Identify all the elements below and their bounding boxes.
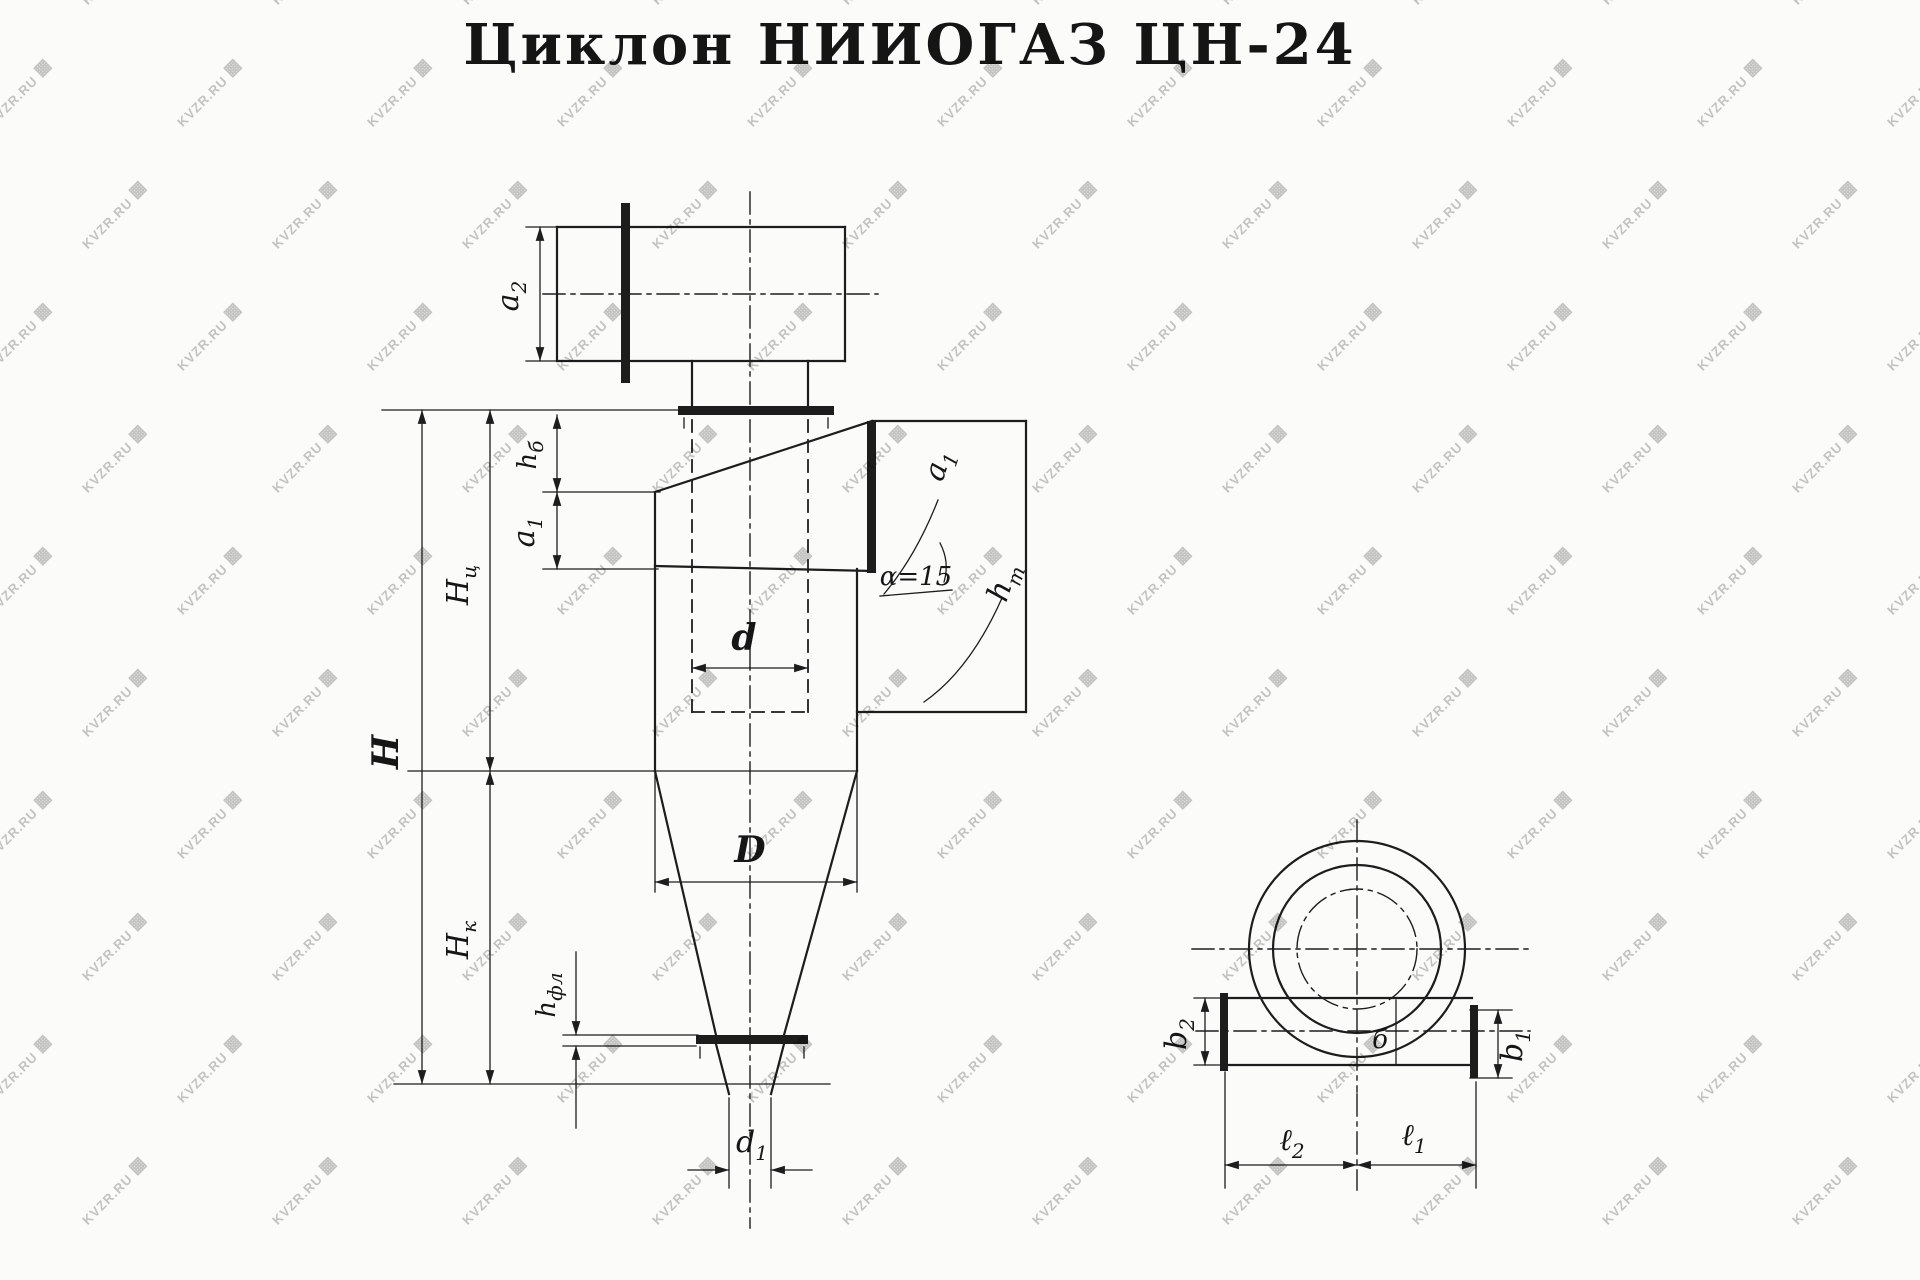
label-l2: ℓ2	[1279, 1123, 1304, 1163]
dimension-lines-top-view	[1200, 997, 1503, 1170]
label-Hk: Hк	[441, 921, 481, 960]
duct-flange	[621, 203, 630, 383]
label-hfl: hфл	[532, 972, 567, 1017]
label-a1-right: a1	[917, 445, 965, 486]
inlet-flange	[867, 421, 876, 573]
extension-lines-top-view	[1193, 997, 1513, 1189]
inlet-duct-top-view	[1220, 993, 1478, 1078]
dimension-lines	[417, 226, 858, 1175]
dust-outlet	[696, 1035, 808, 1096]
extension-lines	[381, 226, 858, 1189]
label-b2: b2	[1159, 1018, 1199, 1050]
body-circles	[1247, 839, 1467, 1059]
label-H: H	[365, 734, 407, 770]
inlet-flange-right	[1470, 1005, 1478, 1078]
label-D: D	[733, 829, 765, 871]
label-ht: hт	[980, 558, 1030, 607]
label-Hc: Hц	[441, 565, 481, 606]
front-view: a2 hб a1 Hц H Hк hфл d D d1 a1 hт α=15	[365, 191, 1030, 1229]
cyclone-body	[653, 419, 874, 1037]
bottom-flange	[696, 1035, 808, 1044]
centerlines-top-view	[1191, 819, 1533, 1191]
label-alpha: α=15	[880, 562, 952, 592]
label-b1: b1	[1495, 1030, 1535, 1062]
centerlines	[542, 191, 879, 1229]
label-d: d	[731, 617, 756, 659]
label-l1: ℓ1	[1401, 1118, 1426, 1158]
label-a2: a2	[491, 281, 531, 312]
leader-lines	[879, 499, 1003, 703]
drawing-title: Циклон НИИОГАЗ ЦН-24	[463, 12, 1357, 78]
gas-outlet-duct	[555, 203, 847, 408]
top-flange	[678, 406, 834, 429]
label-b-inner: б	[1372, 1025, 1388, 1055]
label-d1: d1	[736, 1125, 768, 1165]
label-a1-left: a1	[507, 517, 547, 548]
inlet-flange-left	[1220, 993, 1228, 1071]
label-hb: hб	[513, 440, 548, 470]
top-view: b2 b1 б ℓ2 ℓ1	[1159, 819, 1535, 1191]
inlet-box	[855, 419, 1028, 714]
